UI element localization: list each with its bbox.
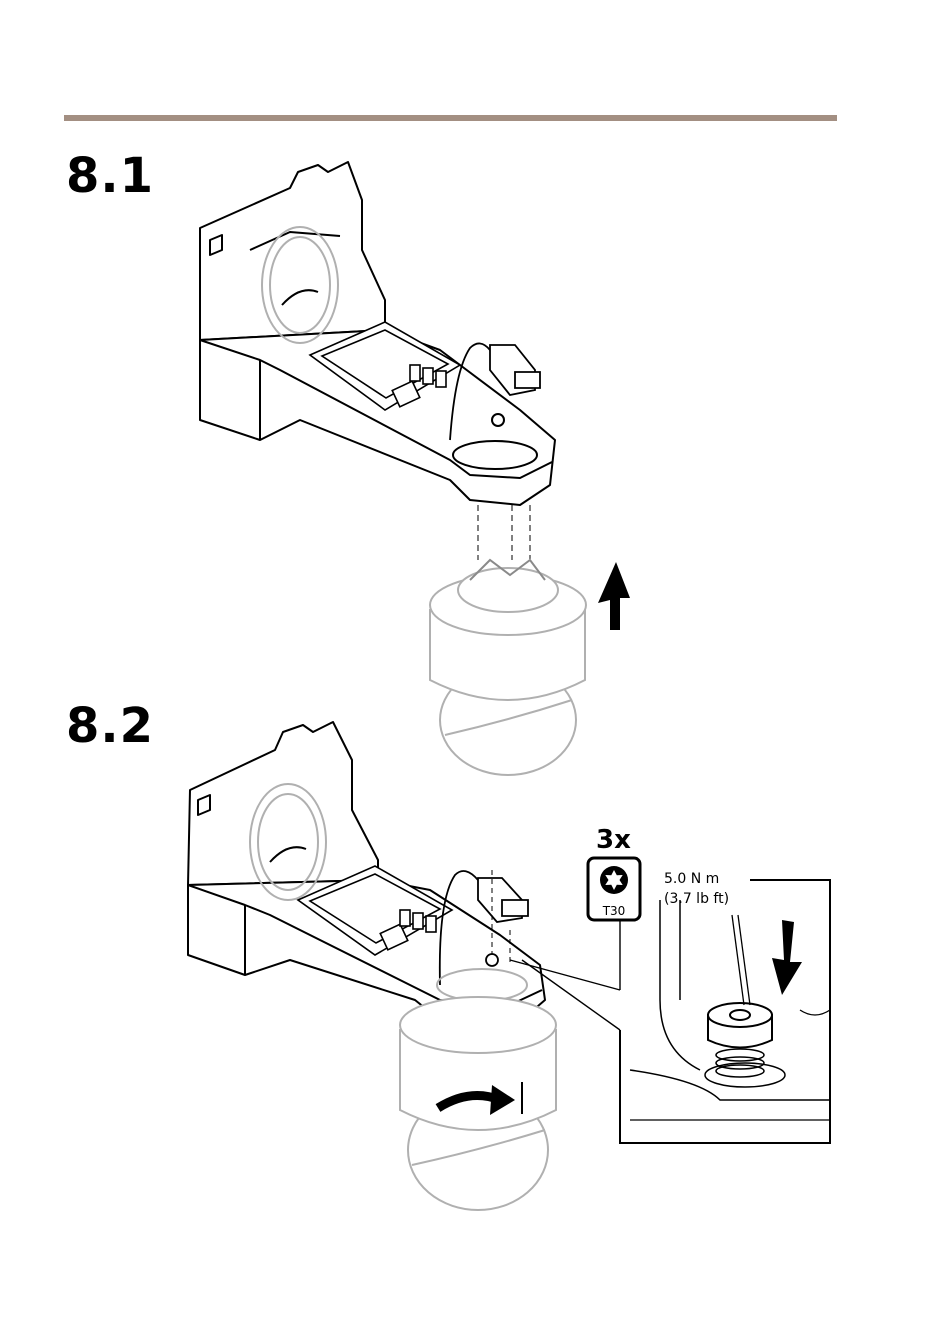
guide-lines-step-1 — [478, 505, 530, 560]
torx-screw-icon — [708, 1003, 772, 1048]
quantity-label: 3x — [596, 825, 631, 855]
torque-lbft-label: (3.7 lb ft) — [664, 891, 729, 907]
torque-nm-label: 5.0 N m — [664, 871, 719, 887]
camera-unit-step-2 — [400, 997, 556, 1210]
arrow-up-icon — [598, 562, 630, 630]
camera-unit-step-1 — [430, 560, 586, 775]
torque-detail-box — [620, 880, 830, 1143]
bit-size-label: T30 — [602, 904, 626, 918]
